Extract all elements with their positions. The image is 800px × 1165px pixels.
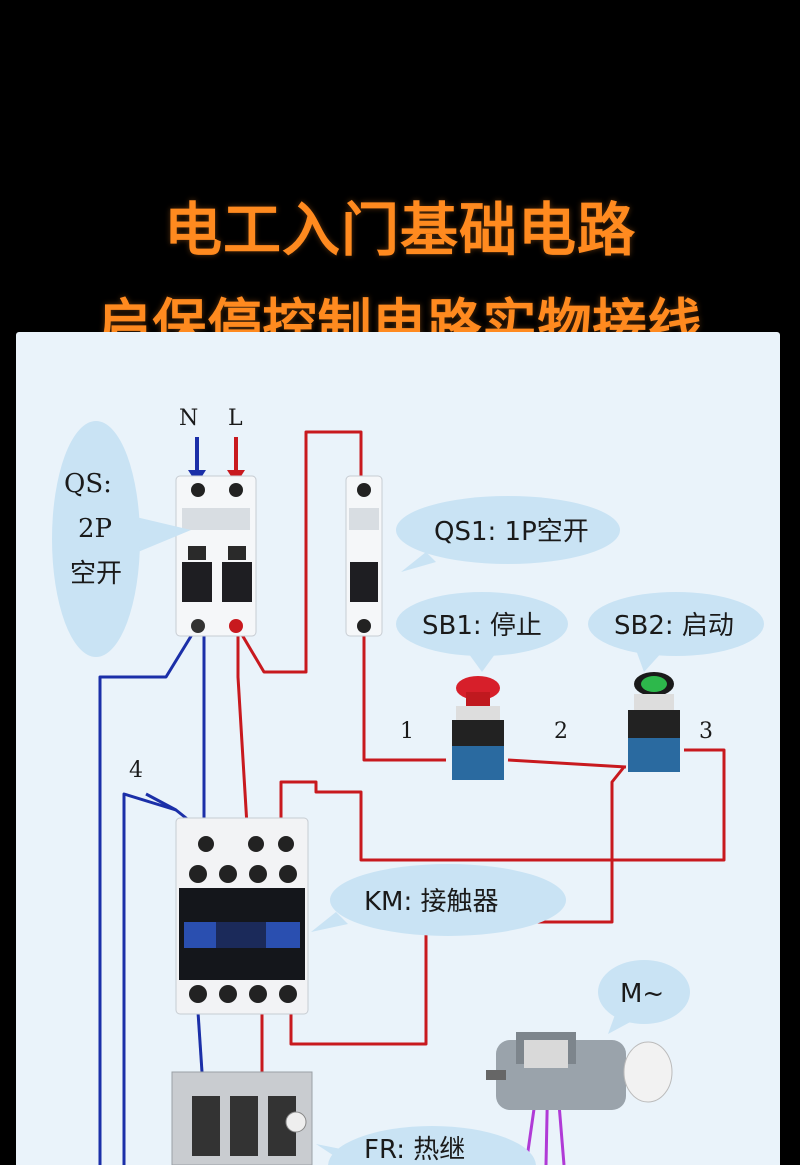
sb1-stop-button — [452, 676, 504, 780]
callout-sb1: SB1: 停止 — [396, 592, 568, 672]
wire-qs-to-qs1 — [236, 430, 363, 674]
node-label-2: 2 — [554, 719, 568, 744]
motor — [486, 1032, 673, 1110]
label-l: L — [228, 406, 243, 431]
sb2-start-button — [628, 672, 680, 772]
qs1-1p-breaker — [345, 475, 383, 637]
svg-text:空开: 空开 — [70, 559, 122, 589]
svg-text:FR: 热继: FR: 热继 — [364, 1135, 465, 1165]
wire-l-to-km — [236, 630, 250, 843]
svg-text:2P: 2P — [78, 514, 112, 544]
svg-text:SB2: 启动: SB2: 启动 — [614, 611, 734, 641]
callout-sb2: SB2: 启动 — [588, 592, 764, 672]
callout-fr: FR: 热继 — [316, 1126, 536, 1165]
callout-motor: M~ — [598, 960, 690, 1034]
wire-sb1-to-sb2 — [507, 758, 627, 769]
callout-qs1: QS1: 1P空开 — [396, 496, 620, 572]
svg-text:M~: M~ — [620, 979, 664, 1009]
svg-text:KM: 接触器: KM: 接触器 — [364, 887, 499, 917]
wiring-diagram: N L — [52, 406, 764, 1165]
node-label-3: 3 — [699, 719, 713, 744]
wire-qs1-to-sb1 — [362, 630, 446, 762]
svg-text:SB1: 停止: SB1: 停止 — [422, 611, 542, 641]
node-label-1: 1 — [400, 719, 414, 744]
label-n: N — [179, 406, 198, 431]
callout-km: KM: 接触器 — [311, 864, 566, 936]
callout-qs: QS: 2P 空开 — [52, 421, 191, 657]
wire-node4 — [122, 792, 177, 1165]
qs-2p-breaker — [175, 475, 257, 637]
wiring-diagram-panel: N L — [16, 332, 780, 1165]
km-contactor — [175, 817, 309, 1015]
svg-text:QS1: 1P空开: QS1: 1P空开 — [434, 517, 589, 547]
wire-node3-to-km — [279, 748, 726, 862]
svg-text:QS:: QS: — [64, 469, 112, 499]
wire-n-loop — [98, 627, 198, 1165]
fr-thermal-relay — [171, 1071, 313, 1165]
title-line-1: 电工入门基础电路 — [163, 196, 636, 264]
node-label-4: 4 — [129, 758, 143, 783]
